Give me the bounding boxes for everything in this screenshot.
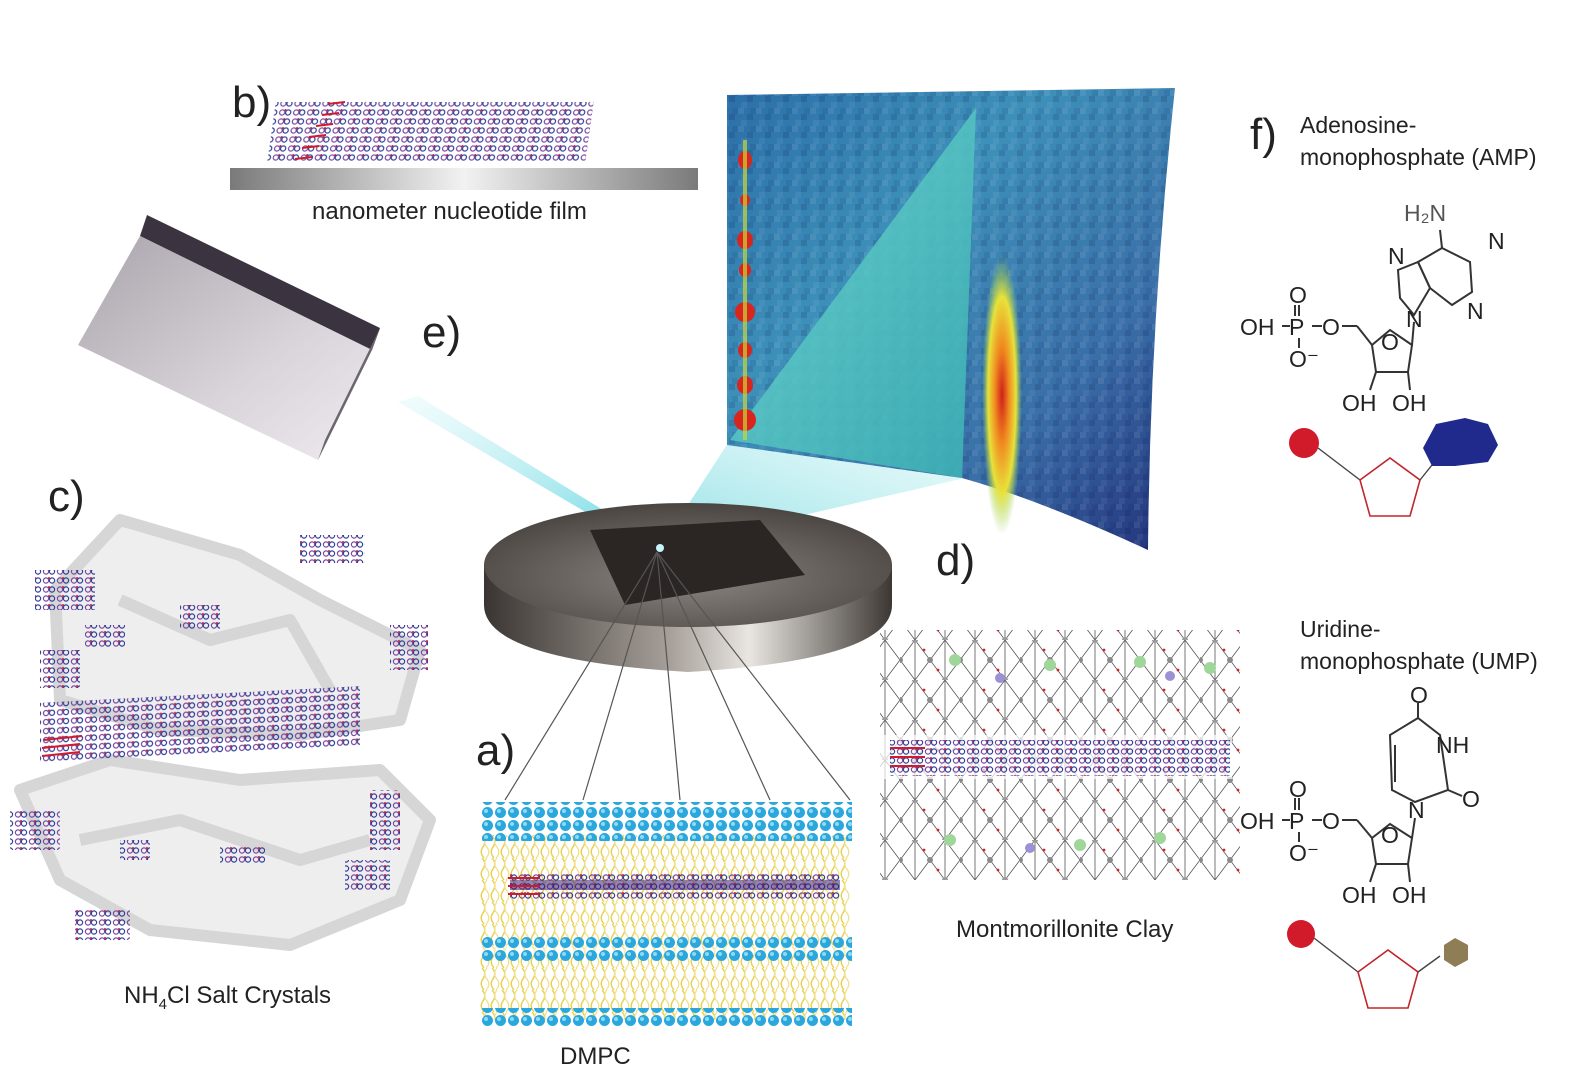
bilayer-heads-bottom bbox=[480, 1008, 852, 1028]
source-block-top bbox=[140, 215, 380, 350]
amp-o-right: O bbox=[1322, 314, 1340, 340]
ump-o-top-p: O bbox=[1289, 776, 1307, 802]
amp-o-minus: O⁻ bbox=[1289, 346, 1320, 372]
panel-label-a: a) bbox=[476, 726, 516, 775]
amp-p: P bbox=[1289, 314, 1305, 340]
amp-sugar-pentagon bbox=[1359, 457, 1421, 517]
ump-phosphate-dot bbox=[1287, 920, 1315, 948]
panel-label-b: b) bbox=[232, 78, 272, 127]
film-substrate bbox=[230, 168, 698, 190]
amp-oh2: OH bbox=[1392, 390, 1427, 416]
ump-name-line2: monophosphate (UMP) bbox=[1300, 648, 1538, 674]
salt-lattice-inner-2 bbox=[78, 814, 372, 866]
amp-n3: N bbox=[1467, 298, 1484, 324]
ump-o-ring: O bbox=[1381, 822, 1399, 848]
amp-oh-p: OH bbox=[1240, 314, 1275, 340]
ump-base-hexagon bbox=[1444, 938, 1468, 967]
salt-crystals bbox=[10, 514, 436, 951]
source-block bbox=[78, 215, 380, 460]
ump-oh1: OH bbox=[1342, 882, 1377, 908]
ump-o-side: O bbox=[1462, 786, 1480, 812]
ump-nh: NH bbox=[1436, 732, 1470, 758]
amp-n1: N bbox=[1488, 228, 1505, 254]
ump-o-minus: O⁻ bbox=[1289, 840, 1320, 866]
amp-name-line1: Adenosine- bbox=[1300, 112, 1417, 138]
ump-o-top: O bbox=[1410, 682, 1428, 708]
caption-salt-pre: NH bbox=[124, 982, 159, 1009]
detector-overlay-triangle bbox=[730, 108, 976, 478]
caption-salt-sub: 4 bbox=[158, 995, 168, 1013]
detector-panel bbox=[727, 88, 1175, 550]
clay-cations bbox=[944, 654, 1216, 853]
panel-label-e: e) bbox=[422, 308, 462, 357]
dmpc-nucleotide-core bbox=[510, 880, 840, 890]
caption-dmpc: DMPC bbox=[560, 1043, 631, 1070]
amp-oh1: OH bbox=[1342, 390, 1377, 416]
caption-salt: NH4Cl Salt Crystals bbox=[124, 982, 331, 1013]
beam-spot bbox=[656, 544, 664, 552]
dmpc-phosphates bbox=[508, 877, 540, 895]
ump-cartoon bbox=[1287, 920, 1468, 1009]
caption-film: nanometer nucleotide film bbox=[312, 198, 587, 225]
amp-n2: N bbox=[1388, 243, 1405, 269]
salt-nucleotide-clusters bbox=[10, 535, 428, 940]
ump-name-line1: Uridine- bbox=[1300, 616, 1381, 642]
film-molecules bbox=[267, 102, 594, 162]
amp-name-line2: monophosphate (AMP) bbox=[1300, 144, 1537, 170]
amp-structure bbox=[1282, 229, 1474, 391]
ump-oh2: OH bbox=[1392, 882, 1427, 908]
bilayer-heads-upper bbox=[480, 828, 852, 841]
ump-oh-p: OH bbox=[1240, 808, 1275, 834]
amp-phosphate-dot bbox=[1289, 428, 1319, 458]
bilayer-heads-middle bbox=[480, 935, 852, 961]
sample-square bbox=[590, 520, 805, 605]
zoom-lines bbox=[504, 551, 851, 801]
amp-o-top: O bbox=[1289, 282, 1307, 308]
clay-nucleotides bbox=[890, 740, 1230, 776]
source-block-side bbox=[318, 328, 380, 460]
panel-label-d: d) bbox=[936, 536, 976, 585]
amp-base-shape bbox=[1423, 418, 1498, 466]
clay-phosphates bbox=[890, 747, 925, 767]
amp-n9: N bbox=[1406, 306, 1423, 332]
ump-p: P bbox=[1289, 808, 1305, 834]
diffraction-streak bbox=[982, 255, 1022, 535]
amp-cartoon bbox=[1289, 418, 1498, 517]
dmpc-stack bbox=[480, 802, 852, 1028]
salt-phosphates bbox=[41, 735, 83, 757]
amp-o-ring: O bbox=[1381, 329, 1399, 355]
ump-structure bbox=[1282, 703, 1463, 883]
salt-lattice-inner-1 bbox=[117, 594, 336, 693]
amp-h2n: H₂N bbox=[1404, 200, 1447, 226]
caption-clay: Montmorillonite Clay bbox=[956, 916, 1174, 943]
panel-label-c: c) bbox=[48, 472, 85, 521]
ump-o-right: O bbox=[1322, 808, 1340, 834]
bilayer-heads-top bbox=[480, 802, 852, 828]
ump-sugar-pentagon bbox=[1357, 949, 1419, 1009]
film-phosphate-tails bbox=[294, 101, 346, 160]
caption-salt-post: Cl Salt Crystals bbox=[167, 982, 332, 1009]
ump-n1: N bbox=[1408, 797, 1425, 823]
film-panel bbox=[230, 101, 698, 190]
salt-nucleotide-film bbox=[40, 686, 360, 763]
panel-label-f: f) bbox=[1250, 110, 1277, 159]
sample-disc bbox=[484, 503, 892, 672]
source-block-face bbox=[78, 236, 372, 460]
clay-panel bbox=[880, 630, 1240, 880]
